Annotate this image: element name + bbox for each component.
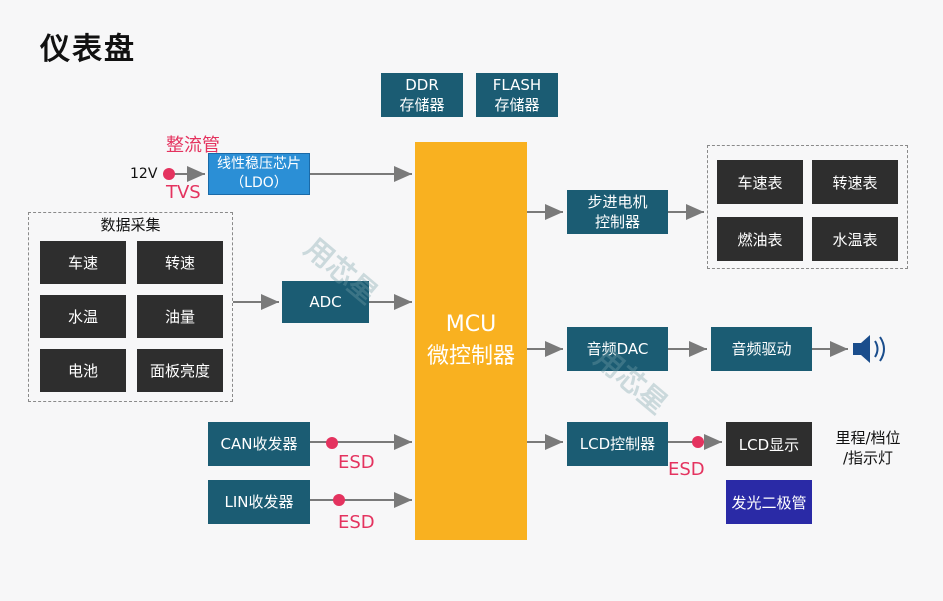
- lin-esd-label: ESD: [338, 512, 375, 533]
- mcu-label: MCU: [445, 312, 497, 337]
- input-panel-brightness: 面板亮度: [137, 349, 223, 392]
- tvs-dot: [163, 168, 175, 180]
- lcd-display-box: LCD显示: [726, 422, 812, 466]
- can-transceiver-box: CAN收发器: [208, 422, 310, 466]
- input-fuel: 油量: [137, 295, 223, 338]
- gauge-tachometer: 转速表: [812, 160, 898, 204]
- lcd-info-line1: 里程/档位: [835, 429, 901, 447]
- lcd-esd-dot: [692, 436, 704, 448]
- input-rpm: 转速: [137, 241, 223, 284]
- can-esd-label: ESD: [338, 452, 375, 473]
- page-title: 仪表盘: [40, 32, 136, 67]
- lcd-controller-box: LCD控制器: [567, 422, 668, 466]
- data-acquisition-group: [28, 212, 233, 402]
- stepper-controller-box: 步进电机 控制器: [567, 190, 668, 234]
- input-water-temp: 水温: [40, 295, 126, 338]
- lin-esd-dot: [333, 494, 345, 506]
- adc-box: ADC: [282, 281, 369, 323]
- stepper-sub-label: 控制器: [594, 213, 640, 231]
- mcu-box: MCU 微控制器: [415, 142, 527, 540]
- flash-memory-box: FLASH 存储器: [476, 73, 558, 117]
- lcd-info-line2: /指示灯: [842, 449, 894, 467]
- ddr-label: DDR: [405, 76, 439, 94]
- gauge-water-temp: 水温表: [812, 217, 898, 261]
- lcd-esd-label: ESD: [668, 459, 705, 480]
- gauge-speedometer: 车速表: [717, 160, 803, 204]
- audio-driver-box: 音频驱动: [711, 327, 812, 371]
- led-box: 发光二极管: [726, 480, 812, 524]
- input-speed: 车速: [40, 241, 126, 284]
- flash-sub-label: 存储器: [494, 96, 540, 114]
- ddr-memory-box: DDR 存储器: [381, 73, 463, 117]
- input-battery: 电池: [40, 349, 126, 392]
- ddr-sub-label: 存储器: [399, 96, 445, 114]
- flash-label: FLASH: [492, 76, 542, 94]
- audio-dac-box: 音频DAC: [567, 327, 668, 371]
- ldo-label: 线性稳压芯片: [217, 156, 301, 172]
- lin-transceiver-box: LIN收发器: [208, 480, 310, 524]
- ldo-sub-label: （LDO）: [230, 175, 288, 191]
- mcu-sub-label: 微控制器: [426, 344, 515, 369]
- voltage-label: 12V: [130, 166, 158, 182]
- ldo-box: 线性稳压芯片 （LDO）: [208, 153, 310, 195]
- data-acquisition-label: 数据采集: [100, 216, 161, 234]
- gauges-group: [707, 145, 908, 269]
- gauge-fuel: 燃油表: [717, 217, 803, 261]
- rectifier-label: 整流管: [166, 135, 220, 156]
- stepper-label: 步进电机: [587, 193, 648, 211]
- lcd-info-text: 里程/档位 /指示灯: [823, 428, 913, 468]
- tvs-label: TVS: [166, 182, 201, 203]
- can-esd-dot: [326, 437, 338, 449]
- speaker-icon: [853, 335, 885, 363]
